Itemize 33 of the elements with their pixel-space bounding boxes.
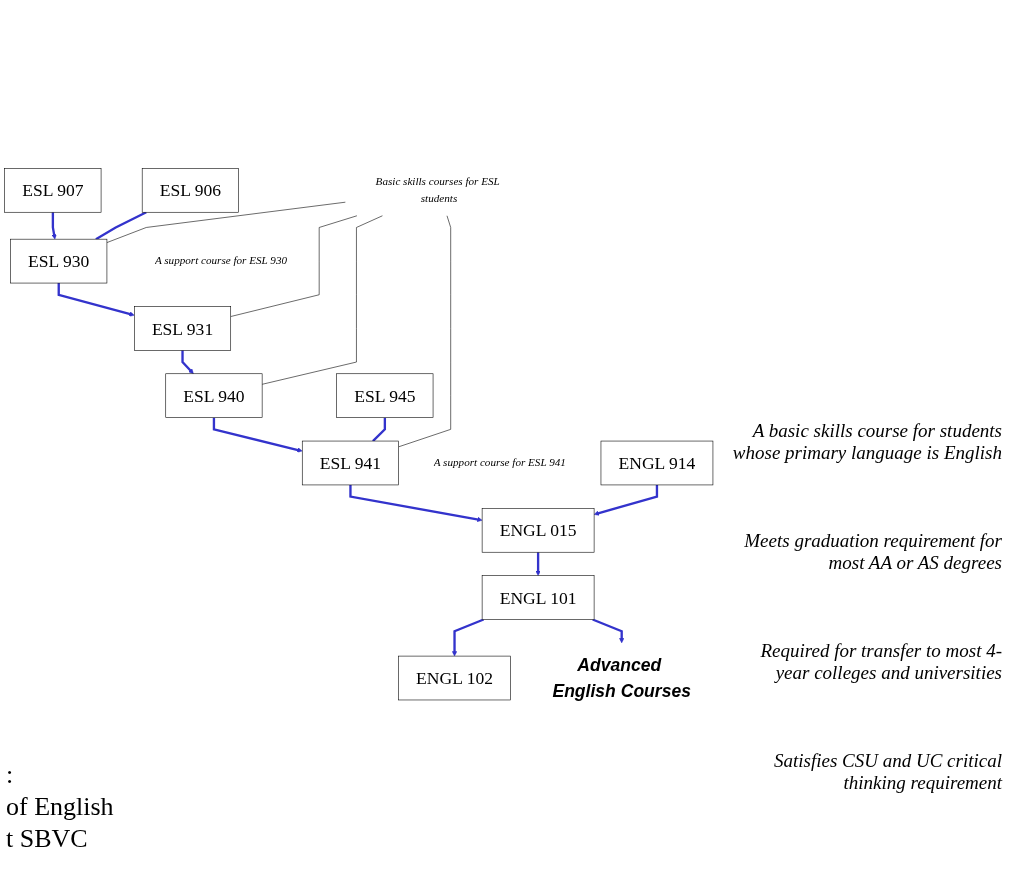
arrow: [535, 551, 541, 576]
arrow: [593, 484, 659, 516]
node-box: ESL 931: [134, 305, 231, 351]
node-text: Basic skills courses for ESL students: [375, 174, 500, 204]
note-text: Required for transfer to most 4-year colleges and universities: [759, 640, 1002, 684]
node-box: ENGL 101: [481, 574, 595, 620]
node-text: Advanced English Courses: [552, 654, 691, 701]
node-box: ESL 907: [4, 167, 102, 213]
cut-off-text: :: [6, 760, 15, 790]
arrow: [51, 211, 57, 239]
arrow: [57, 282, 135, 317]
cut-off-text: t SBVC: [6, 824, 89, 854]
arrow: [181, 349, 194, 374]
node-label: A support course for ESL 930: [154, 254, 287, 267]
node-box: ESL 906: [141, 167, 239, 213]
arrow: [349, 484, 483, 522]
connector: [372, 417, 387, 442]
node-box: ENGL 914: [600, 440, 714, 485]
note-text: Satisfies CSU and UC critical thinking requirement: [773, 750, 1002, 794]
node-box: ESL 945: [336, 372, 434, 418]
connector: [95, 210, 147, 240]
cut-off-text: of English: [6, 792, 115, 822]
note-text: Meets graduation requirement for most AA or AS degrees: [743, 530, 1002, 574]
node-box: ESL 930: [10, 238, 108, 283]
arrow: [592, 617, 625, 643]
note-text: A basic skills course for students whose primary language is English: [732, 420, 1002, 464]
node-box: ESL 940: [165, 372, 263, 418]
node-label: A support course for ESL 941: [433, 455, 566, 469]
arrow: [451, 617, 485, 656]
node-box: ENGL 102: [398, 655, 511, 700]
node-box: ESL 941: [301, 440, 399, 485]
node-box: ENGL 015: [481, 507, 595, 553]
arrow: [212, 417, 303, 452]
